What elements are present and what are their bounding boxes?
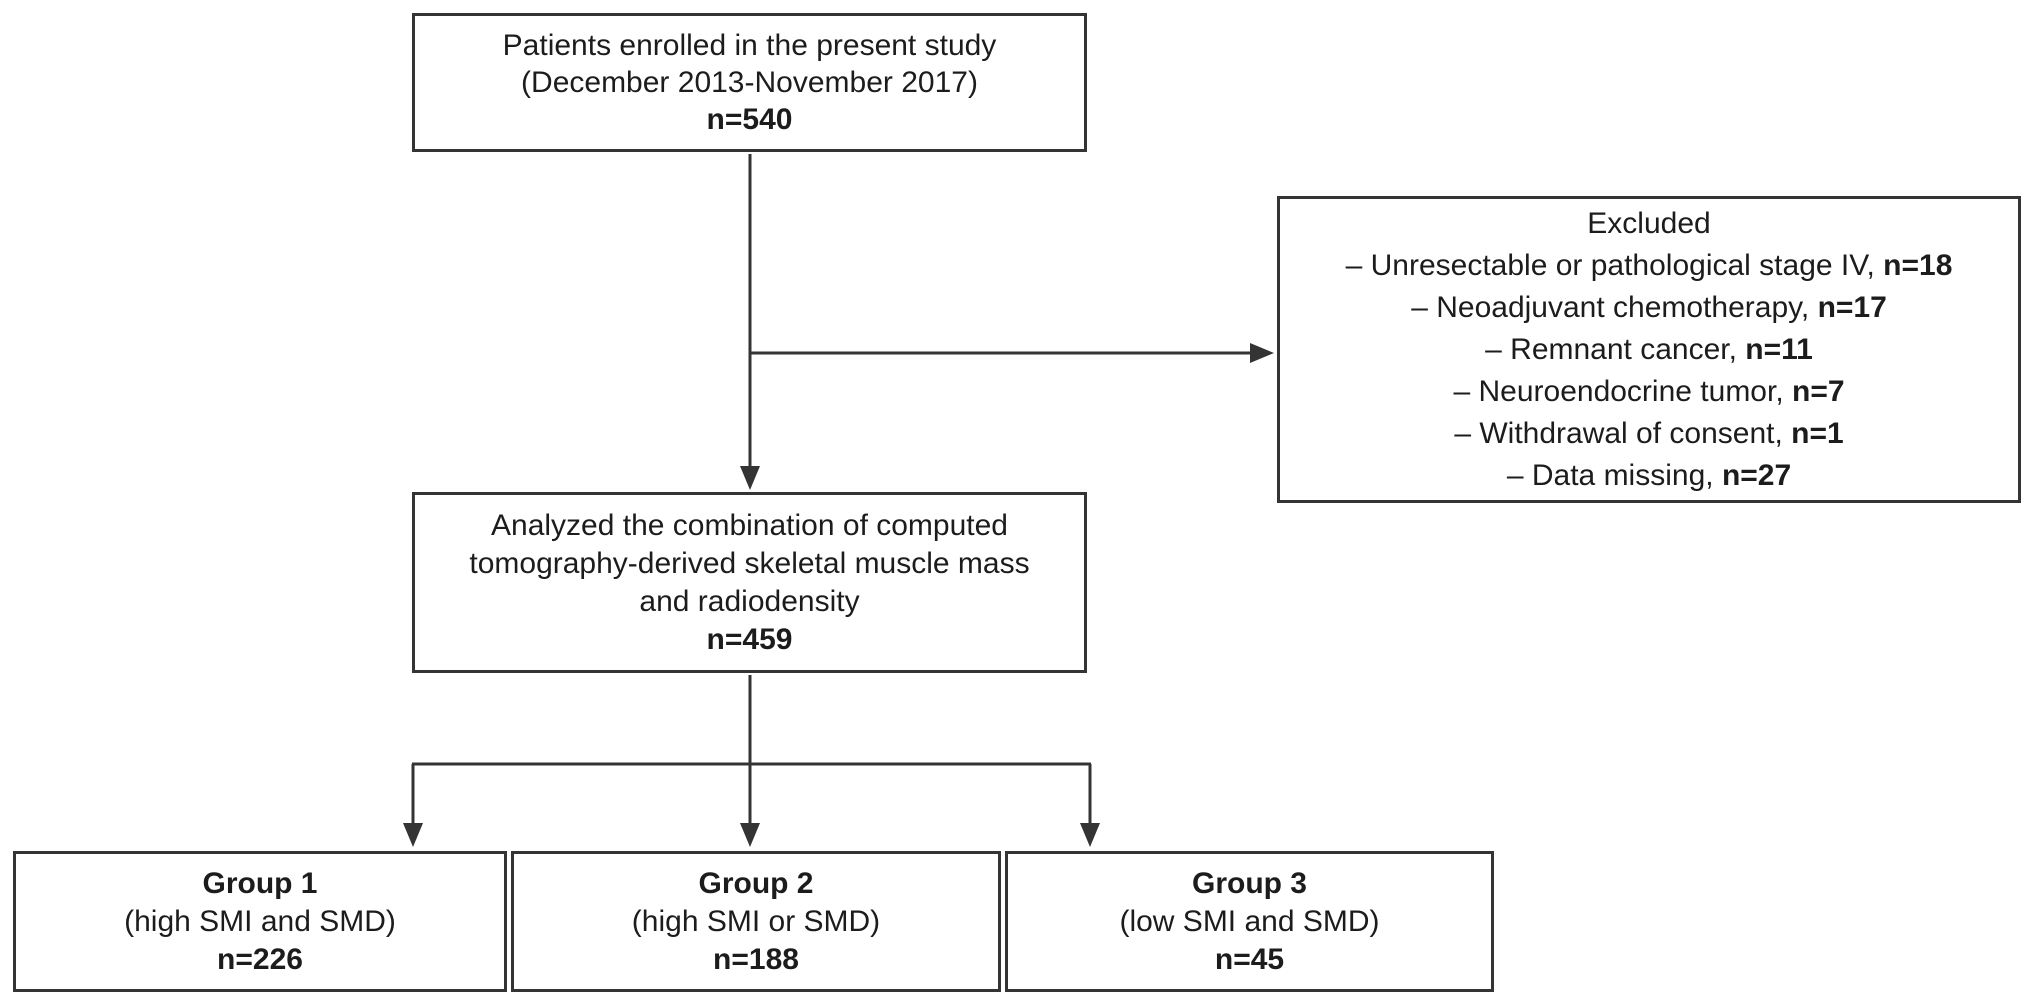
group-title: Group 1 — [202, 866, 318, 900]
excluded-item-n: n=7 — [1792, 374, 1845, 408]
excluded-item: – Neuroendocrine tumor, n=7 — [1453, 371, 1844, 413]
arrowhead-into-analyzed-icon — [740, 466, 760, 490]
excluded-item-n: n=17 — [1817, 290, 1887, 324]
box-analyzed: Analyzed the combination of computed tom… — [412, 492, 1087, 673]
excluded-item-text: – Data missing, — [1506, 458, 1722, 492]
excluded-item-text: – Withdrawal of consent, — [1454, 416, 1792, 450]
group-title: Group 2 — [698, 866, 814, 900]
arrowhead-into-group1-icon — [403, 823, 423, 847]
group-criteria: (high SMI and SMD) — [124, 904, 396, 938]
analyzed-line3: and radiodensity — [639, 584, 860, 618]
arrowhead-into-group2-icon — [740, 823, 760, 847]
excluded-item-n: n=27 — [1721, 458, 1792, 492]
arrowhead-into-group3-icon — [1080, 823, 1100, 847]
box-group-2: Group 2 (high SMI or SMD) n=188 — [511, 851, 1001, 992]
enrolled-n-count: n=540 — [706, 103, 793, 136]
excluded-item-text: – Unresectable or pathological stage IV, — [1345, 248, 1884, 282]
excluded-item: – Neoadjuvant chemotherapy, n=17 — [1411, 287, 1887, 329]
enrolled-line2: (December 2013-November 2017) — [521, 66, 978, 99]
group-n-count: n=226 — [217, 942, 303, 976]
arrowhead-into-excluded-icon — [1250, 343, 1274, 363]
excluded-item-text: – Neoadjuvant chemotherapy, — [1411, 290, 1818, 324]
group-n-count: n=188 — [713, 942, 799, 976]
box-group-3: Group 3 (low SMI and SMD) n=45 — [1005, 851, 1494, 992]
analyzed-line2: tomography-derived skeletal muscle mass — [469, 546, 1030, 580]
box-group-1: Group 1 (high SMI and SMD) n=226 — [13, 851, 507, 992]
excluded-item: – Unresectable or pathological stage IV,… — [1346, 245, 1953, 287]
analyzed-n-count: n=459 — [706, 622, 793, 656]
excluded-item: – Withdrawal of consent, n=1 — [1454, 413, 1843, 455]
excluded-item-n: n=1 — [1791, 416, 1844, 450]
excluded-item-text: – Neuroendocrine tumor, — [1453, 374, 1792, 408]
group-criteria: (low SMI and SMD) — [1119, 904, 1380, 938]
excluded-item-text: – Remnant cancer, — [1485, 332, 1746, 366]
excluded-item: – Remnant cancer, n=11 — [1485, 329, 1813, 371]
group-title: Group 3 — [1191, 866, 1307, 900]
box-excluded: Excluded – Unresectable or pathological … — [1277, 196, 2021, 503]
group-criteria: (high SMI or SMD) — [631, 904, 881, 938]
excluded-item-n: n=11 — [1745, 332, 1813, 366]
excluded-title: Excluded — [1587, 206, 1711, 240]
analyzed-line1: Analyzed the combination of computed — [491, 508, 1008, 542]
box-patients-enrolled: Patients enrolled in the present study (… — [412, 13, 1087, 152]
excluded-item: – Data missing, n=27 — [1507, 455, 1791, 497]
excluded-item-n: n=18 — [1883, 248, 1953, 282]
enrolled-line1: Patients enrolled in the present study — [502, 29, 997, 62]
group-n-count: n=45 — [1214, 942, 1285, 976]
